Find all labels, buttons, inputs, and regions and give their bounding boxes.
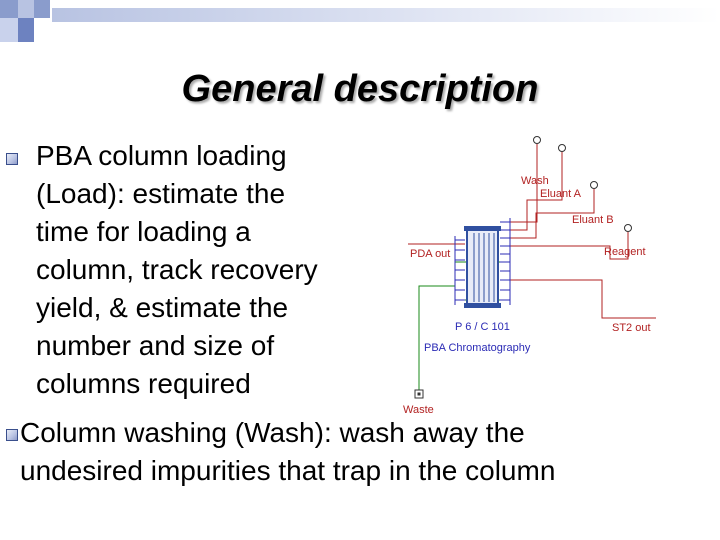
reagent-valve-icon bbox=[624, 224, 632, 232]
inlet-lines bbox=[408, 144, 656, 319]
eluant-a-line bbox=[510, 151, 563, 231]
column bbox=[464, 226, 501, 308]
header-decoration bbox=[0, 0, 720, 48]
waste-line bbox=[418, 285, 455, 392]
bullet-1-text: PBA column loading (Load): estimate the … bbox=[36, 137, 318, 403]
label-column-id: P 6 / C 101 bbox=[455, 321, 510, 333]
eluant-b-line bbox=[510, 189, 595, 239]
eluant-a-valve-icon bbox=[558, 144, 566, 152]
label-eluant-a: Eluant A bbox=[540, 188, 582, 200]
column-bottom-cap bbox=[464, 303, 501, 308]
eluant-b-valve-icon bbox=[590, 181, 598, 189]
bullet-1-line: (Load): estimate the bbox=[36, 178, 286, 209]
bullet-1-line: number and size of bbox=[36, 330, 275, 361]
bullet-1-line: yield, & estimate the bbox=[36, 292, 289, 323]
page-title: General description bbox=[181, 68, 539, 110]
header-square-3 bbox=[34, 0, 50, 18]
header-bar bbox=[52, 8, 720, 22]
header-square-1 bbox=[0, 0, 18, 18]
header-square-4 bbox=[0, 18, 18, 42]
valves bbox=[533, 136, 632, 232]
bullet-2-text: Column washing (Wash): wash away the und… bbox=[20, 414, 555, 490]
wash-valve-icon bbox=[533, 136, 541, 144]
left-manifold bbox=[454, 236, 465, 305]
label-st2-out: ST2 out bbox=[612, 322, 651, 334]
bullet-2-marker bbox=[6, 429, 18, 441]
bullet-1-marker bbox=[6, 153, 18, 165]
column-top-cap bbox=[464, 226, 501, 231]
label-reagent: Reagent bbox=[604, 246, 646, 258]
waste-valve-dot bbox=[417, 392, 421, 396]
label-pda-out: PDA out bbox=[410, 248, 450, 260]
bullet-1-line: time for loading a bbox=[36, 216, 251, 247]
header-square-5 bbox=[18, 18, 34, 42]
header-square-2 bbox=[18, 0, 34, 18]
label-wash: Wash bbox=[521, 175, 549, 187]
label-caption: PBA Chromatography bbox=[424, 342, 531, 354]
bullet-1-line: PBA column loading bbox=[36, 140, 287, 171]
reagent-line bbox=[510, 232, 629, 260]
bullet-1-line: columns required bbox=[36, 368, 251, 399]
wash-line bbox=[510, 144, 538, 223]
bullet-2-line: Column washing (Wash): wash away the bbox=[20, 417, 525, 448]
st2-out-line bbox=[510, 279, 656, 319]
label-waste: Waste bbox=[403, 404, 434, 416]
bullet-1-line: column, track recovery bbox=[36, 254, 318, 285]
bullet-2-line: undesired impurities that trap in the co… bbox=[20, 455, 556, 486]
right-manifold bbox=[500, 218, 511, 305]
label-eluant-b: Eluant B bbox=[572, 214, 614, 226]
column-frame bbox=[466, 229, 499, 306]
